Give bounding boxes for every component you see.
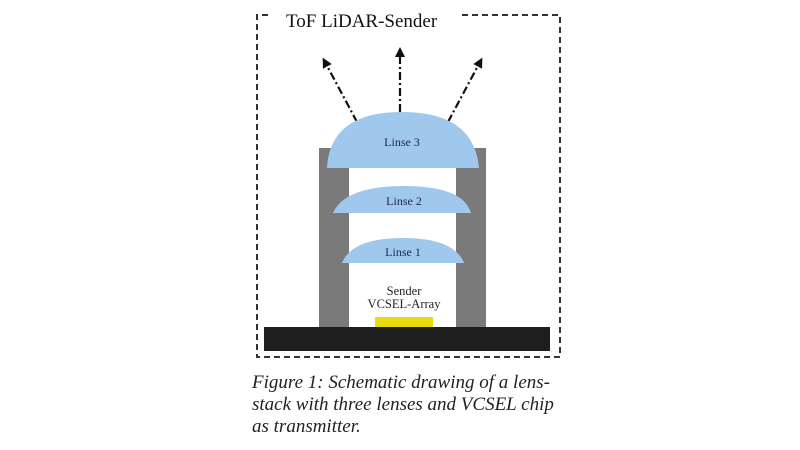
housing-wall-left [319, 148, 349, 328]
emission-arrow-left [322, 57, 358, 123]
lens-2-label: Linse 2 [386, 194, 422, 208]
figure-caption: Figure 1: Schematic drawing of a lens- s… [252, 372, 592, 438]
vcsel-array-label: VCSEL-Array [368, 297, 442, 311]
emission-arrow-right [447, 57, 483, 123]
lens-1-label: Linse 1 [385, 245, 421, 259]
caption-line-1: Figure 1: Schematic drawing of a lens- [252, 372, 550, 393]
diagram-title: ToF LiDAR-Sender [286, 11, 438, 32]
enclosure-box [256, 14, 561, 358]
lens-1 [342, 238, 464, 263]
housing-wall-right [456, 148, 486, 328]
caption-line-2: stack with three lenses and VCSEL chip [252, 394, 554, 415]
vcsel-chip [375, 317, 433, 329]
base-plate [264, 327, 550, 351]
lens-3-label: Linse 3 [384, 135, 420, 149]
lens-3 [327, 112, 479, 168]
caption-line-3: as transmitter. [252, 416, 361, 437]
enclosure-left-top [256, 14, 561, 358]
sender-label: Sender [387, 284, 423, 298]
lens-2 [333, 186, 471, 213]
